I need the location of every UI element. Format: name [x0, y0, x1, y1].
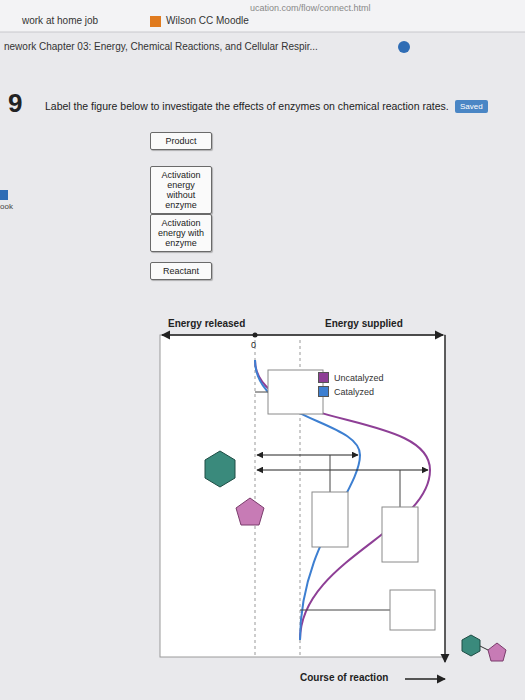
molecules	[205, 451, 506, 661]
tile-text: Product	[153, 136, 209, 146]
figure-label: Energy supplied	[325, 318, 403, 329]
label-tile: Product	[150, 132, 212, 150]
figure-label: Saved	[455, 100, 488, 113]
figure-label: ucation.com/flow/connect.html	[250, 3, 371, 13]
plot-frame	[160, 333, 445, 680]
figure-label: work at home job	[22, 15, 98, 26]
legend-swatch	[318, 386, 329, 397]
legend-text: Catalyzed	[334, 387, 374, 397]
label-tile: Activation energy with enzyme	[150, 214, 212, 252]
curve-legend: UncatalyzedCatalyzed	[318, 372, 384, 400]
figure-label: 9	[8, 88, 22, 119]
figure-label: Course of reaction	[300, 672, 388, 683]
label-tile: Activation energy without enzyme	[150, 166, 212, 214]
instruction-title: Label the figure below to investigate th…	[45, 100, 465, 112]
figure-label: ook	[0, 202, 13, 211]
figure-label: nework Chapter 03: Energy, Chemical Reac…	[4, 41, 318, 52]
tile-text: Activation energy with enzyme	[153, 218, 209, 248]
figure-label: Energy released	[168, 318, 245, 329]
tile-text: Reactant	[153, 266, 209, 276]
figure-label: 0	[251, 340, 256, 350]
label-tile: Reactant	[150, 262, 212, 280]
legend-swatch	[318, 372, 329, 383]
tile-text: Activation energy without enzyme	[153, 170, 209, 210]
drop-targets	[268, 370, 435, 630]
legend-entry: Catalyzed	[318, 386, 384, 397]
figure-label: Wilson CC Moodle	[166, 15, 249, 26]
activation-arrows	[255, 392, 428, 610]
legend-text: Uncatalyzed	[334, 373, 384, 383]
browser-chrome	[0, 0, 525, 200]
legend-entry: Uncatalyzed	[318, 372, 384, 383]
